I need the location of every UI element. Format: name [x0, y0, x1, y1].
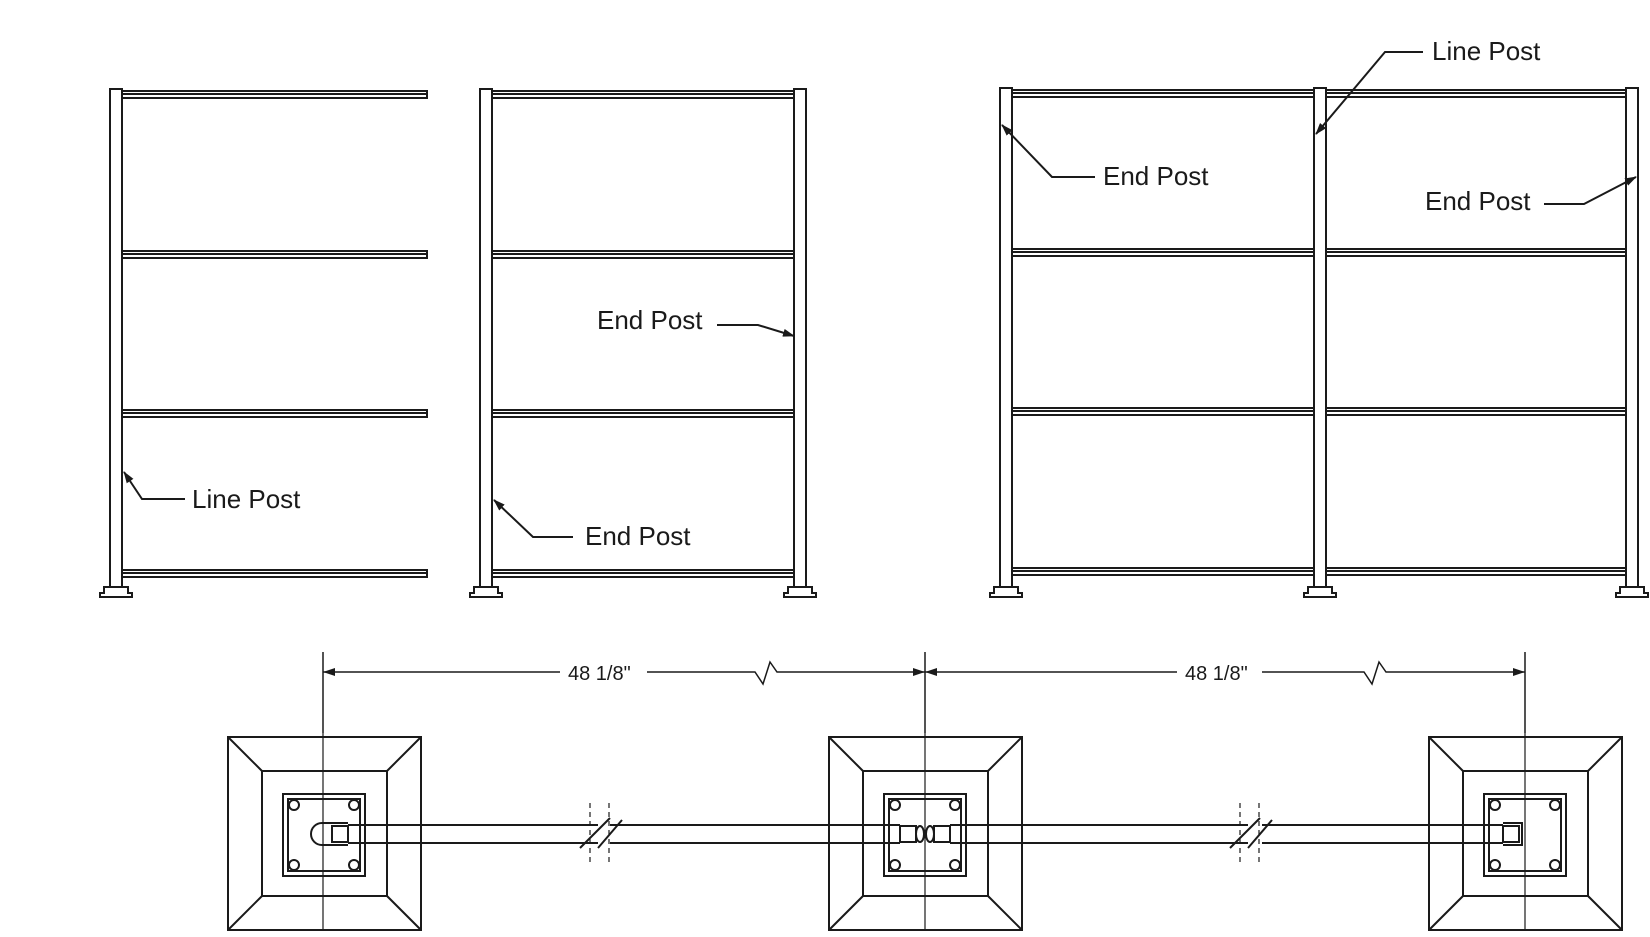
- leader-line: [493, 499, 573, 538]
- dimension-line-break: [647, 660, 925, 686]
- dimension-lines: [322, 652, 1526, 733]
- line-post: [109, 88, 123, 588]
- bolt-hole: [1489, 799, 1501, 811]
- post-foot: [783, 586, 817, 598]
- label-end-post-left: End Post: [1103, 161, 1209, 191]
- end-post-left: [479, 88, 493, 588]
- post-foot: [469, 586, 503, 598]
- base-plate-middle: [828, 733, 1023, 931]
- bolt-hole: [348, 859, 360, 871]
- rails: [121, 90, 428, 578]
- elevation-panel-3: [989, 51, 1649, 598]
- connecting-bar-right: [950, 803, 1503, 863]
- line-post: [1313, 87, 1327, 588]
- base-plate-right: [1428, 733, 1623, 931]
- connecting-bar-left: [348, 803, 900, 863]
- bolt-hole: [288, 859, 300, 871]
- post-profile: [282, 793, 366, 877]
- bolt-hole: [889, 799, 901, 811]
- post-foot: [1615, 586, 1649, 598]
- end-post-right: [1625, 87, 1639, 588]
- elevation-panel-2: [469, 88, 817, 598]
- leader-line: [1001, 124, 1095, 178]
- label-line-post: Line Post: [192, 484, 301, 514]
- bolt-hole: [949, 799, 961, 811]
- label-end-post-right: End Post: [1425, 186, 1531, 216]
- label-end-post-right: End Post: [597, 305, 703, 335]
- bolt-hole: [1549, 859, 1561, 871]
- bolt-hole: [1549, 799, 1561, 811]
- rails: [1011, 89, 1627, 576]
- bolt-hole: [348, 799, 360, 811]
- dimension-line-break: [1262, 660, 1525, 686]
- dimension-left: 48 1/8": [568, 663, 631, 685]
- post-foot: [989, 586, 1023, 598]
- leader-line: [717, 324, 795, 337]
- leader-line: [123, 471, 185, 500]
- bolt-hole: [288, 799, 300, 811]
- dimension-arrows: [323, 668, 1525, 676]
- bolt-hole: [1489, 859, 1501, 871]
- label-end-post-left: End Post: [585, 521, 691, 551]
- dimension-right: 48 1/8": [1185, 663, 1248, 685]
- label-line-post: Line Post: [1432, 36, 1541, 66]
- post-foot: [99, 586, 133, 598]
- leader-line: [1315, 51, 1423, 135]
- bolt-hole: [889, 859, 901, 871]
- end-post-right: [793, 88, 807, 588]
- bolt-hole: [949, 859, 961, 871]
- post-foot: [1303, 586, 1337, 598]
- elevation-panel-1: [99, 88, 428, 598]
- end-post-left: [999, 87, 1013, 588]
- leader-line: [1544, 176, 1637, 205]
- rails: [491, 90, 795, 578]
- base-plate-left: [227, 733, 422, 931]
- plan-view: [227, 733, 1623, 931]
